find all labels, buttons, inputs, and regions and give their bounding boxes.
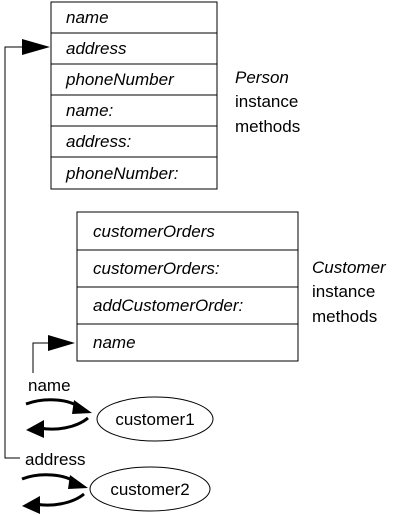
person-method-table: name address phoneNumber name: address: … bbox=[50, 1, 218, 190]
person-caption-instance: instance bbox=[235, 92, 298, 111]
send-arrowhead-name bbox=[72, 400, 92, 414]
receiver-customer1: customer1 bbox=[115, 410, 194, 429]
message-selector-name: name bbox=[28, 376, 71, 395]
receiver-ellipse-customer1 bbox=[96, 396, 214, 442]
message-selector-address: address bbox=[25, 450, 85, 469]
person-method-name-setter: name: bbox=[66, 101, 114, 120]
person-method-phonenumber: phoneNumber bbox=[65, 70, 175, 89]
address-lookup-arrowhead bbox=[22, 39, 50, 55]
person-method-name: name bbox=[66, 8, 109, 27]
send-arrowhead-address bbox=[68, 475, 88, 489]
send-arrow-name bbox=[25, 398, 82, 410]
receiver-ellipse-customer2 bbox=[89, 466, 211, 512]
person-method-phonenumber-setter: phoneNumber: bbox=[65, 164, 179, 183]
receiver-customer2: customer2 bbox=[110, 480, 189, 499]
customer-method-table: customerOrders customerOrders: addCustom… bbox=[76, 211, 299, 362]
customer-class-name: Customer bbox=[312, 258, 387, 277]
name-lookup-line bbox=[32, 342, 48, 373]
address-lookup-line bbox=[4, 46, 22, 459]
return-arrow-address bbox=[35, 492, 85, 507]
name-lookup-arrowhead bbox=[48, 335, 75, 351]
return-arrow-name bbox=[39, 416, 89, 431]
customer-method-customerorders-setter: customerOrders: bbox=[93, 259, 220, 278]
person-caption-methods: methods bbox=[235, 117, 300, 136]
customer-caption-instance: instance bbox=[312, 282, 375, 301]
customer-method-customerorders: customerOrders bbox=[93, 222, 215, 241]
customer-caption-methods: methods bbox=[312, 307, 377, 326]
message-send-name: name customer1 bbox=[25, 376, 214, 442]
person-table-caption: Person instance methods bbox=[235, 68, 300, 136]
customer-table-caption: Customer instance methods bbox=[312, 258, 387, 326]
person-class-name: Person bbox=[235, 68, 289, 87]
message-send-address: address customer2 bbox=[21, 450, 211, 514]
person-method-address-setter: address: bbox=[66, 132, 131, 151]
person-method-address: address bbox=[66, 39, 127, 58]
customer-method-addcustomerorder: addCustomerOrder: bbox=[93, 296, 244, 315]
send-arrow-address bbox=[21, 473, 78, 485]
return-arrowhead-address bbox=[22, 496, 40, 514]
customer-method-name: name bbox=[93, 333, 136, 352]
return-arrowhead-name bbox=[26, 420, 44, 438]
